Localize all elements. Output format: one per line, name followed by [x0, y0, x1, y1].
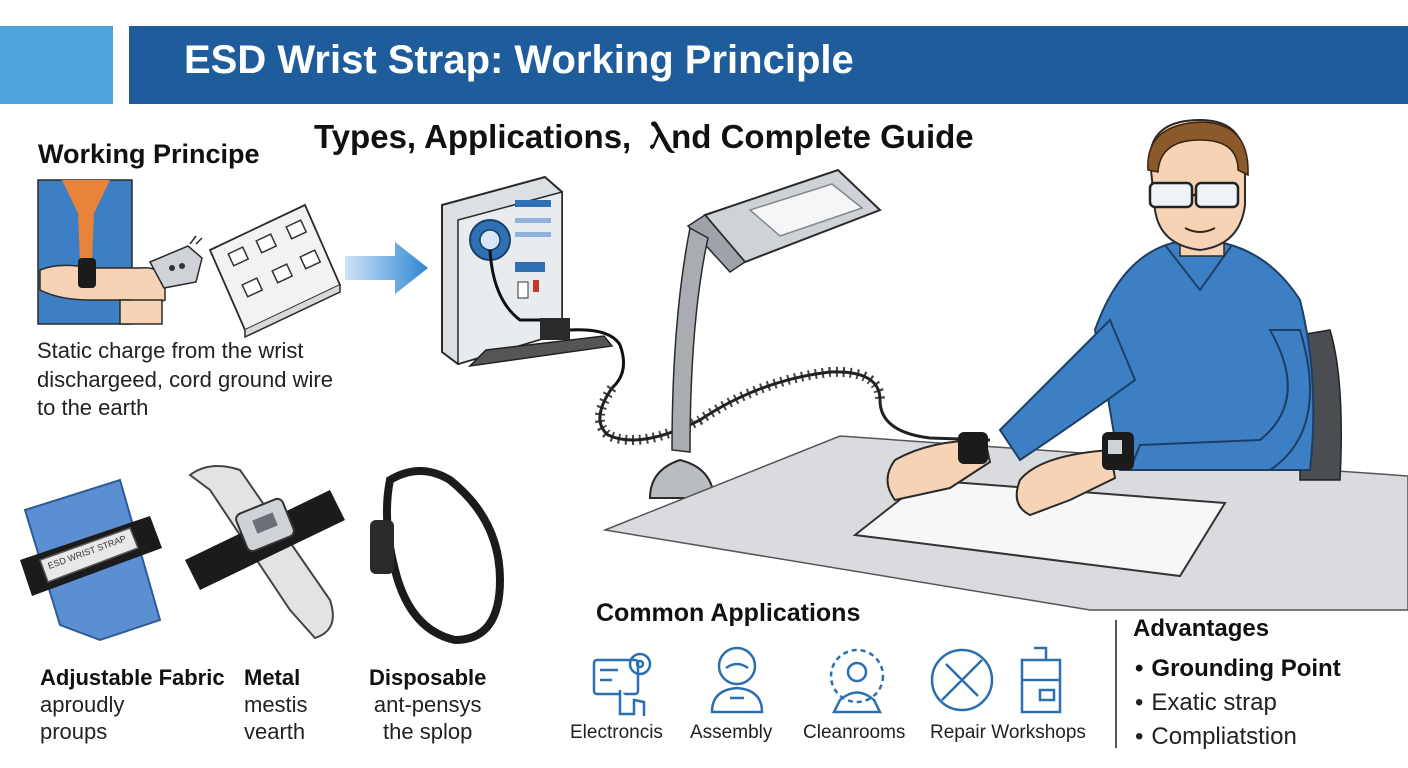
application-label-electronics: Electroncis — [570, 722, 663, 743]
working-principle-description: Static charge from the wrist dischargeed… — [37, 337, 387, 423]
workbench-icon — [602, 435, 1408, 611]
strap-type-line: the splop — [383, 719, 473, 744]
strap-type-disposable: Disposable ant-pensys the splop — [369, 664, 486, 745]
fabric-strap-icon: ESD WRIST STRAP — [20, 478, 162, 642]
strap-type-line: vearth — [244, 719, 306, 744]
wrist-discharge-illustration — [37, 179, 342, 339]
strap-type-line: proups — [40, 719, 108, 744]
bullet-icon: • — [1135, 655, 1144, 682]
bullet-icon: • — [1135, 689, 1144, 716]
strap-type-line: aproudly — [40, 692, 125, 717]
strap-type-metal: Metal mestis vearth — [244, 664, 308, 745]
coiled-cord-icon — [595, 366, 991, 445]
disposable-strap-icon — [370, 467, 505, 645]
strap-type-title: Disposable — [369, 665, 487, 690]
technician-illustration — [886, 118, 1342, 517]
desk-lamp-icon — [648, 168, 882, 499]
strap-type-line: ant-pensys — [373, 692, 482, 717]
application-label-assembly: Assembly — [690, 722, 773, 743]
working-principle-heading: Working Principe — [38, 139, 260, 169]
application-label-repair: Repair Workshops — [930, 722, 1086, 743]
circuit-board-icon — [208, 203, 342, 339]
strap-type-title: Metal — [244, 665, 301, 690]
description-line: dischargeed, cord ground wire — [37, 366, 333, 392]
page-title: ESD Wrist Strap: Working Principle — [184, 38, 854, 82]
assembly-icon — [710, 646, 764, 714]
strap-type-fabric: Adjustable Fabric aproudly proups — [40, 664, 225, 745]
description-line: Static charge from the wrist — [37, 338, 304, 363]
applications-heading: Common Applications — [596, 599, 861, 627]
grounding-panel-icon — [441, 175, 626, 390]
header-accent-block — [0, 26, 113, 104]
wrist-band-icon — [78, 258, 96, 288]
strap-type-title: Adjustable Fabric — [40, 665, 225, 690]
advantage-item: • Grounding Point — [1135, 652, 1341, 686]
electronics-icon — [592, 652, 652, 716]
advantages-heading: Advantages — [1133, 615, 1270, 642]
advantage-item: • Compliatstion — [1135, 720, 1341, 754]
cleanroom-icon — [829, 648, 885, 714]
advantage-item: • Exatic strap — [1135, 686, 1341, 720]
section-divider — [1115, 620, 1117, 748]
strap-type-line: mestis — [244, 692, 308, 717]
page-subtitle: Types, Applications, Ⲗnd Complete Guide — [314, 118, 974, 155]
header-bar — [129, 26, 1408, 104]
repair-icon — [930, 646, 1062, 714]
description-line: to the earth — [37, 395, 149, 420]
application-label-cleanrooms: Cleanrooms — [803, 722, 906, 743]
advantage-label: Compliatstion — [1151, 723, 1297, 750]
metal-strap-icon — [185, 465, 345, 640]
flow-arrow-icon — [345, 242, 428, 294]
bullet-icon: • — [1135, 723, 1144, 750]
advantages-list: • Grounding Point • Exatic strap • Compliat… — [1135, 652, 1341, 754]
advantage-label: Exatic strap — [1151, 689, 1277, 716]
advantage-label: Grounding Point — [1151, 655, 1341, 682]
